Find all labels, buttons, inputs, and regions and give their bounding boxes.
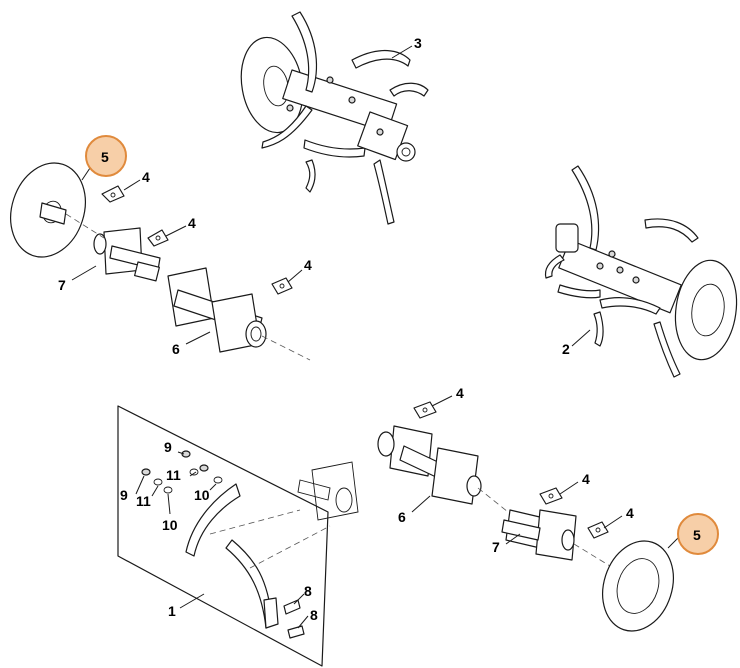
tine-assembly-right	[544, 165, 738, 378]
axis-line	[477, 487, 509, 513]
repair-kit-panel	[117, 405, 359, 667]
label-2: 2	[562, 341, 570, 357]
label-8-bottom: 8	[310, 607, 318, 623]
label-9-left: 9	[120, 487, 128, 503]
label-4-d: 4	[456, 385, 464, 401]
clip-part-4	[587, 521, 609, 539]
axis-line	[65, 213, 105, 239]
label-4-c: 4	[304, 257, 312, 273]
label-1: 1	[168, 603, 176, 619]
label-4-a: 4	[142, 169, 150, 185]
label-10-right: 10	[194, 487, 210, 503]
label-11-top: 11	[166, 467, 181, 483]
shaft-left-6	[167, 267, 267, 353]
shaft-right-6	[377, 425, 482, 505]
label-10-bottom: 10	[162, 517, 178, 533]
label-9-top: 9	[164, 439, 172, 455]
protective-disc-right	[602, 540, 674, 632]
label-3: 3	[414, 35, 422, 51]
callout-circle-5-bottom	[677, 513, 719, 555]
tine-assembly-top	[240, 11, 429, 225]
label-8-top: 8	[304, 583, 312, 599]
axis-line	[261, 335, 311, 361]
label-7-right: 7	[492, 539, 500, 555]
protective-disc-left	[10, 162, 86, 258]
hub-flange-right-7	[501, 509, 577, 561]
clip-part-4	[101, 185, 125, 203]
leader-lines	[71, 45, 679, 629]
label-6-left: 6	[172, 341, 180, 357]
label-7-left: 7	[58, 277, 66, 293]
label-6-right: 6	[398, 509, 406, 525]
callout-circle-5-top	[85, 135, 127, 177]
label-11-left: 11	[136, 493, 151, 509]
hub-flange-left-7	[93, 227, 161, 282]
label-4-e: 4	[582, 471, 590, 487]
clip-part-4	[147, 229, 169, 247]
axis-line	[573, 543, 611, 567]
label-4-f: 4	[626, 505, 634, 521]
clip-part-4	[539, 487, 563, 505]
clip-part-4	[413, 401, 437, 419]
label-5-top: 5	[101, 149, 109, 165]
label-5-bottom: 5	[693, 527, 701, 543]
clip-part-4	[271, 277, 293, 295]
label-4-b: 4	[188, 215, 196, 231]
